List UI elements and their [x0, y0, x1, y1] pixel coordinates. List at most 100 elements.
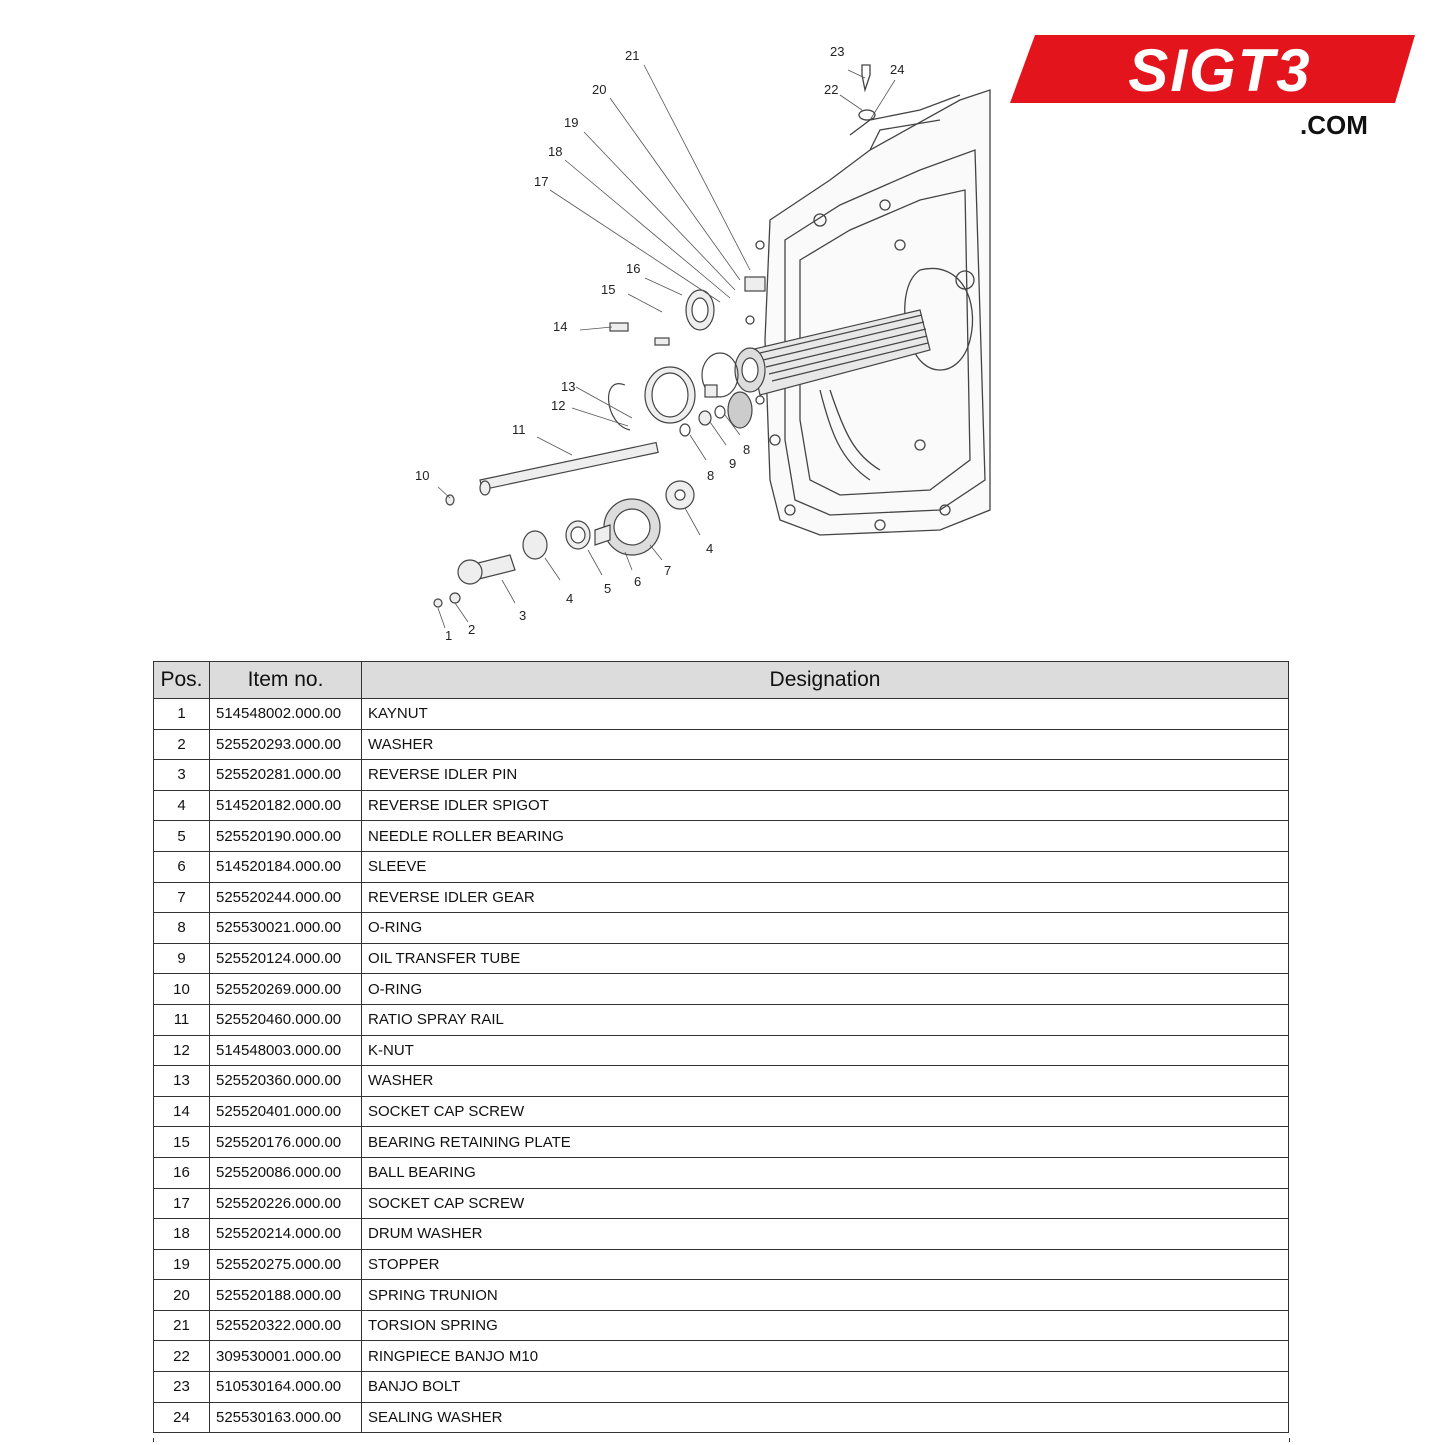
cell-item-no: 525520176.000.00: [209, 1126, 362, 1158]
cell-item-no: 514520182.000.00: [209, 789, 362, 822]
cell-designation: RATIO SPRAY RAIL: [361, 1003, 1289, 1036]
gearbox-housing: [745, 64, 991, 536]
cell-designation: REVERSE IDLER SPIGOT: [361, 789, 1289, 822]
callout-19: 19: [564, 115, 578, 130]
cell-item-no: 525520214.000.00: [209, 1218, 362, 1250]
brand-logo-domain: .COM: [1300, 110, 1368, 140]
cell-designation: SEALING WASHER: [361, 1401, 1289, 1434]
cell-item-no: 525520275.000.00: [209, 1248, 362, 1281]
cell-pos: 11: [153, 1003, 210, 1036]
cell-item-no: 525520188.000.00: [209, 1279, 362, 1311]
cell-pos: 23: [153, 1371, 210, 1403]
callout-21: 21: [625, 48, 639, 63]
cell-pos: 14: [153, 1095, 210, 1128]
cell-item-no: 525520244.000.00: [209, 881, 362, 914]
callout-23: 23: [830, 44, 844, 59]
cell-pos: 9: [153, 942, 210, 975]
cell-item-no: 525520190.000.00: [209, 820, 362, 852]
cell-designation: DRUM WASHER: [361, 1218, 1289, 1250]
cell-pos: 17: [153, 1187, 210, 1220]
cell-designation: TORSION SPRING: [361, 1309, 1289, 1342]
cell-pos: 13: [153, 1065, 210, 1097]
callout-2: 2: [468, 622, 475, 637]
cell-item-no: 525520281.000.00: [209, 759, 362, 791]
cell-item-no: 525520086.000.00: [209, 1156, 362, 1189]
cell-item-no: 514548003.000.00: [209, 1034, 362, 1067]
cell-item-no: 525530021.000.00: [209, 912, 362, 944]
callout-24: 24: [890, 62, 904, 77]
cell-designation: RINGPIECE BANJO M10: [361, 1340, 1289, 1373]
cell-designation: BANJO BOLT: [361, 1371, 1289, 1403]
leader-lines: [437, 64, 896, 629]
column-header-item: Item no.: [209, 661, 362, 699]
callout-22: 22: [824, 82, 838, 97]
cell-designation: REVERSE IDLER GEAR: [361, 881, 1289, 914]
cell-designation: REVERSE IDLER PIN: [361, 759, 1289, 791]
cell-designation: K-NUT: [361, 1034, 1289, 1067]
cell-item-no: 525520269.000.00: [209, 973, 362, 1005]
cell-designation: SPRING TRUNION: [361, 1279, 1289, 1311]
cell-pos: 1: [153, 698, 210, 730]
callout-20: 20: [592, 82, 606, 97]
cell-pos: 2: [153, 728, 210, 761]
cell-item-no: 525520360.000.00: [209, 1065, 362, 1097]
cell-pos: 4: [153, 789, 210, 822]
small-parts: [433, 276, 766, 608]
callout-10: 10: [415, 468, 429, 483]
splined-shaft: [727, 309, 931, 429]
callout-6: 6: [634, 574, 641, 589]
cell-designation: BALL BEARING: [361, 1156, 1289, 1189]
cell-item-no: 525520322.000.00: [209, 1309, 362, 1342]
cell-pos: 3: [153, 759, 210, 791]
callout-13: 13: [561, 379, 575, 394]
cell-pos: 8: [153, 912, 210, 944]
callout-17: 17: [534, 174, 548, 189]
exploded-parts-diagram: 1 2 3 4 4 5 6 7 8 8 9 10 11 12 13 14 15 …: [415, 44, 991, 643]
callout-16: 16: [626, 261, 640, 276]
cell-item-no: 525520124.000.00: [209, 942, 362, 975]
callout-8b: 8: [743, 442, 750, 457]
cell-item-no: 525520293.000.00: [209, 728, 362, 761]
cell-item-no: 514520184.000.00: [209, 850, 362, 883]
cell-pos: 5: [153, 820, 210, 852]
cell-pos: 16: [153, 1156, 210, 1189]
callout-4b: 4: [706, 541, 713, 556]
callout-3: 3: [519, 608, 526, 623]
cell-pos: 12: [153, 1034, 210, 1067]
cell-designation: SOCKET CAP SCREW: [361, 1187, 1289, 1220]
callout-11: 11: [512, 422, 526, 437]
cell-item-no: 525520226.000.00: [209, 1187, 362, 1220]
brand-logo-text: SIGT3: [1128, 37, 1312, 104]
cell-item-no: 525520460.000.00: [209, 1003, 362, 1036]
callout-9: 9: [729, 456, 736, 471]
table-header-row: Pos. Item no. Designation: [153, 661, 1289, 699]
cell-designation: KAYNUT: [361, 698, 1289, 730]
callout-8a: 8: [707, 468, 714, 483]
cell-designation: SOCKET CAP SCREW: [361, 1095, 1289, 1128]
cell-pos: 6: [153, 850, 210, 883]
cell-pos: 18: [153, 1218, 210, 1250]
cell-pos: 20: [153, 1279, 210, 1311]
callout-15: 15: [601, 282, 615, 297]
cell-item-no: 525520401.000.00: [209, 1095, 362, 1128]
callout-12: 12: [551, 398, 565, 413]
